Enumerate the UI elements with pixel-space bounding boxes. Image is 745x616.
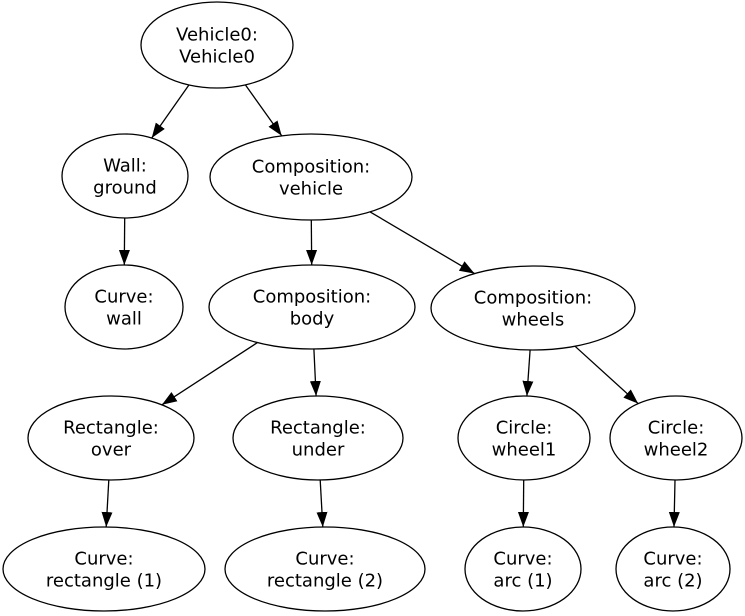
node-label-curve-rectangle-2-line1: Curve: — [295, 549, 354, 570]
node-label-rectangle-over-line2: over — [91, 440, 132, 461]
node-label-curve-wall-line2: wall — [106, 309, 142, 330]
node-ellipse-circle-wheel2 — [609, 395, 743, 481]
node-label-composition-body-line2: body — [290, 309, 335, 330]
edge-composition-wheels-to-circle-wheel2 — [574, 345, 639, 405]
node-label-rectangle-over-line1: Rectangle: — [63, 418, 159, 439]
node-ellipse-rectangle-over — [27, 395, 195, 481]
node-ellipse-circle-wheel1 — [457, 395, 591, 481]
node-ellipse-wall-ground — [61, 133, 189, 219]
node-ellipse-curve-arc-1 — [464, 526, 582, 612]
node-curve-arc-1: Curve:arc (1) — [464, 526, 582, 612]
node-label-composition-body-line1: Composition: — [253, 287, 371, 308]
node-ellipse-rectangle-under — [232, 395, 404, 481]
node-label-rectangle-under-line1: Rectangle: — [270, 418, 366, 439]
node-label-curve-arc-2-line1: Curve: — [643, 549, 702, 570]
node-label-vehicle0-line2: Vehicle0 — [179, 47, 255, 68]
edge-composition-vehicle-to-composition-wheels — [369, 211, 475, 275]
node-rectangle-over: Rectangle:over — [27, 395, 195, 481]
node-vehicle0: Vehicle0:Vehicle0 — [140, 1, 294, 89]
node-label-curve-rectangle-2-line2: rectangle (2) — [267, 571, 383, 592]
node-ellipse-composition-body — [208, 264, 416, 350]
node-label-circle-wheel1-line1: Circle: — [496, 418, 553, 439]
node-ellipse-vehicle0 — [140, 1, 294, 89]
node-label-composition-wheels-line2: wheels — [502, 310, 565, 331]
node-label-composition-wheels-line1: Composition: — [474, 288, 592, 309]
node-label-curve-rectangle-1-line1: Curve: — [74, 549, 133, 570]
node-label-composition-vehicle-line1: Composition: — [252, 157, 370, 178]
node-wall-ground: Wall:ground — [61, 133, 189, 219]
node-label-circle-wheel2-line1: Circle: — [648, 418, 705, 439]
edge-rectangle-over-to-curve-rectangle-1 — [101, 479, 113, 528]
node-label-composition-vehicle-line2: vehicle — [279, 179, 343, 200]
node-label-circle-wheel1-line2: wheel1 — [492, 440, 557, 461]
node-ellipse-curve-rectangle-1 — [2, 526, 206, 612]
node-circle-wheel1: Circle:wheel1 — [457, 395, 591, 481]
node-label-circle-wheel2-line2: wheel2 — [644, 440, 709, 461]
node-label-rectangle-under-line2: under — [292, 440, 345, 461]
node-label-curve-wall-line1: Curve: — [94, 287, 153, 308]
edges-layer — [101, 84, 680, 528]
node-label-wall-ground-line1: Wall: — [103, 156, 147, 177]
node-rectangle-under: Rectangle:under — [232, 395, 404, 481]
node-ellipse-curve-wall — [64, 264, 184, 350]
node-label-wall-ground-line2: ground — [93, 178, 157, 199]
node-curve-arc-2: Curve:arc (2) — [615, 526, 731, 612]
edge-composition-wheels-to-circle-wheel1 — [522, 349, 534, 397]
node-curve-wall: Curve:wall — [64, 264, 184, 350]
node-curve-rectangle-1: Curve:rectangle (1) — [2, 526, 206, 612]
node-label-vehicle0-line1: Vehicle0: — [176, 25, 258, 46]
node-composition-body: Composition:body — [208, 264, 416, 350]
node-label-curve-arc-2-line2: arc (2) — [643, 571, 702, 592]
node-ellipse-curve-rectangle-2 — [224, 526, 426, 612]
node-ellipse-curve-arc-2 — [615, 526, 731, 612]
edge-vehicle0-to-wall-ground — [151, 84, 190, 139]
node-label-curve-rectangle-1-line2: rectangle (1) — [46, 571, 162, 592]
edge-rectangle-under-to-curve-rectangle-2 — [316, 479, 328, 528]
node-label-curve-arc-1-line1: Curve: — [493, 549, 552, 570]
edge-circle-wheel2-to-curve-arc-2 — [668, 479, 680, 528]
node-composition-vehicle: Composition:vehicle — [209, 133, 413, 221]
node-ellipse-composition-vehicle — [209, 133, 413, 221]
node-ellipse-composition-wheels — [430, 265, 636, 351]
node-label-curve-arc-1-line2: arc (1) — [493, 571, 552, 592]
node-curve-rectangle-2: Curve:rectangle (2) — [224, 526, 426, 612]
node-circle-wheel2: Circle:wheel2 — [609, 395, 743, 481]
edge-composition-body-to-rectangle-under — [309, 348, 321, 397]
edge-vehicle0-to-composition-vehicle — [244, 84, 283, 137]
edge-composition-body-to-rectangle-over — [161, 342, 258, 406]
node-composition-wheels: Composition:wheels — [430, 265, 636, 351]
